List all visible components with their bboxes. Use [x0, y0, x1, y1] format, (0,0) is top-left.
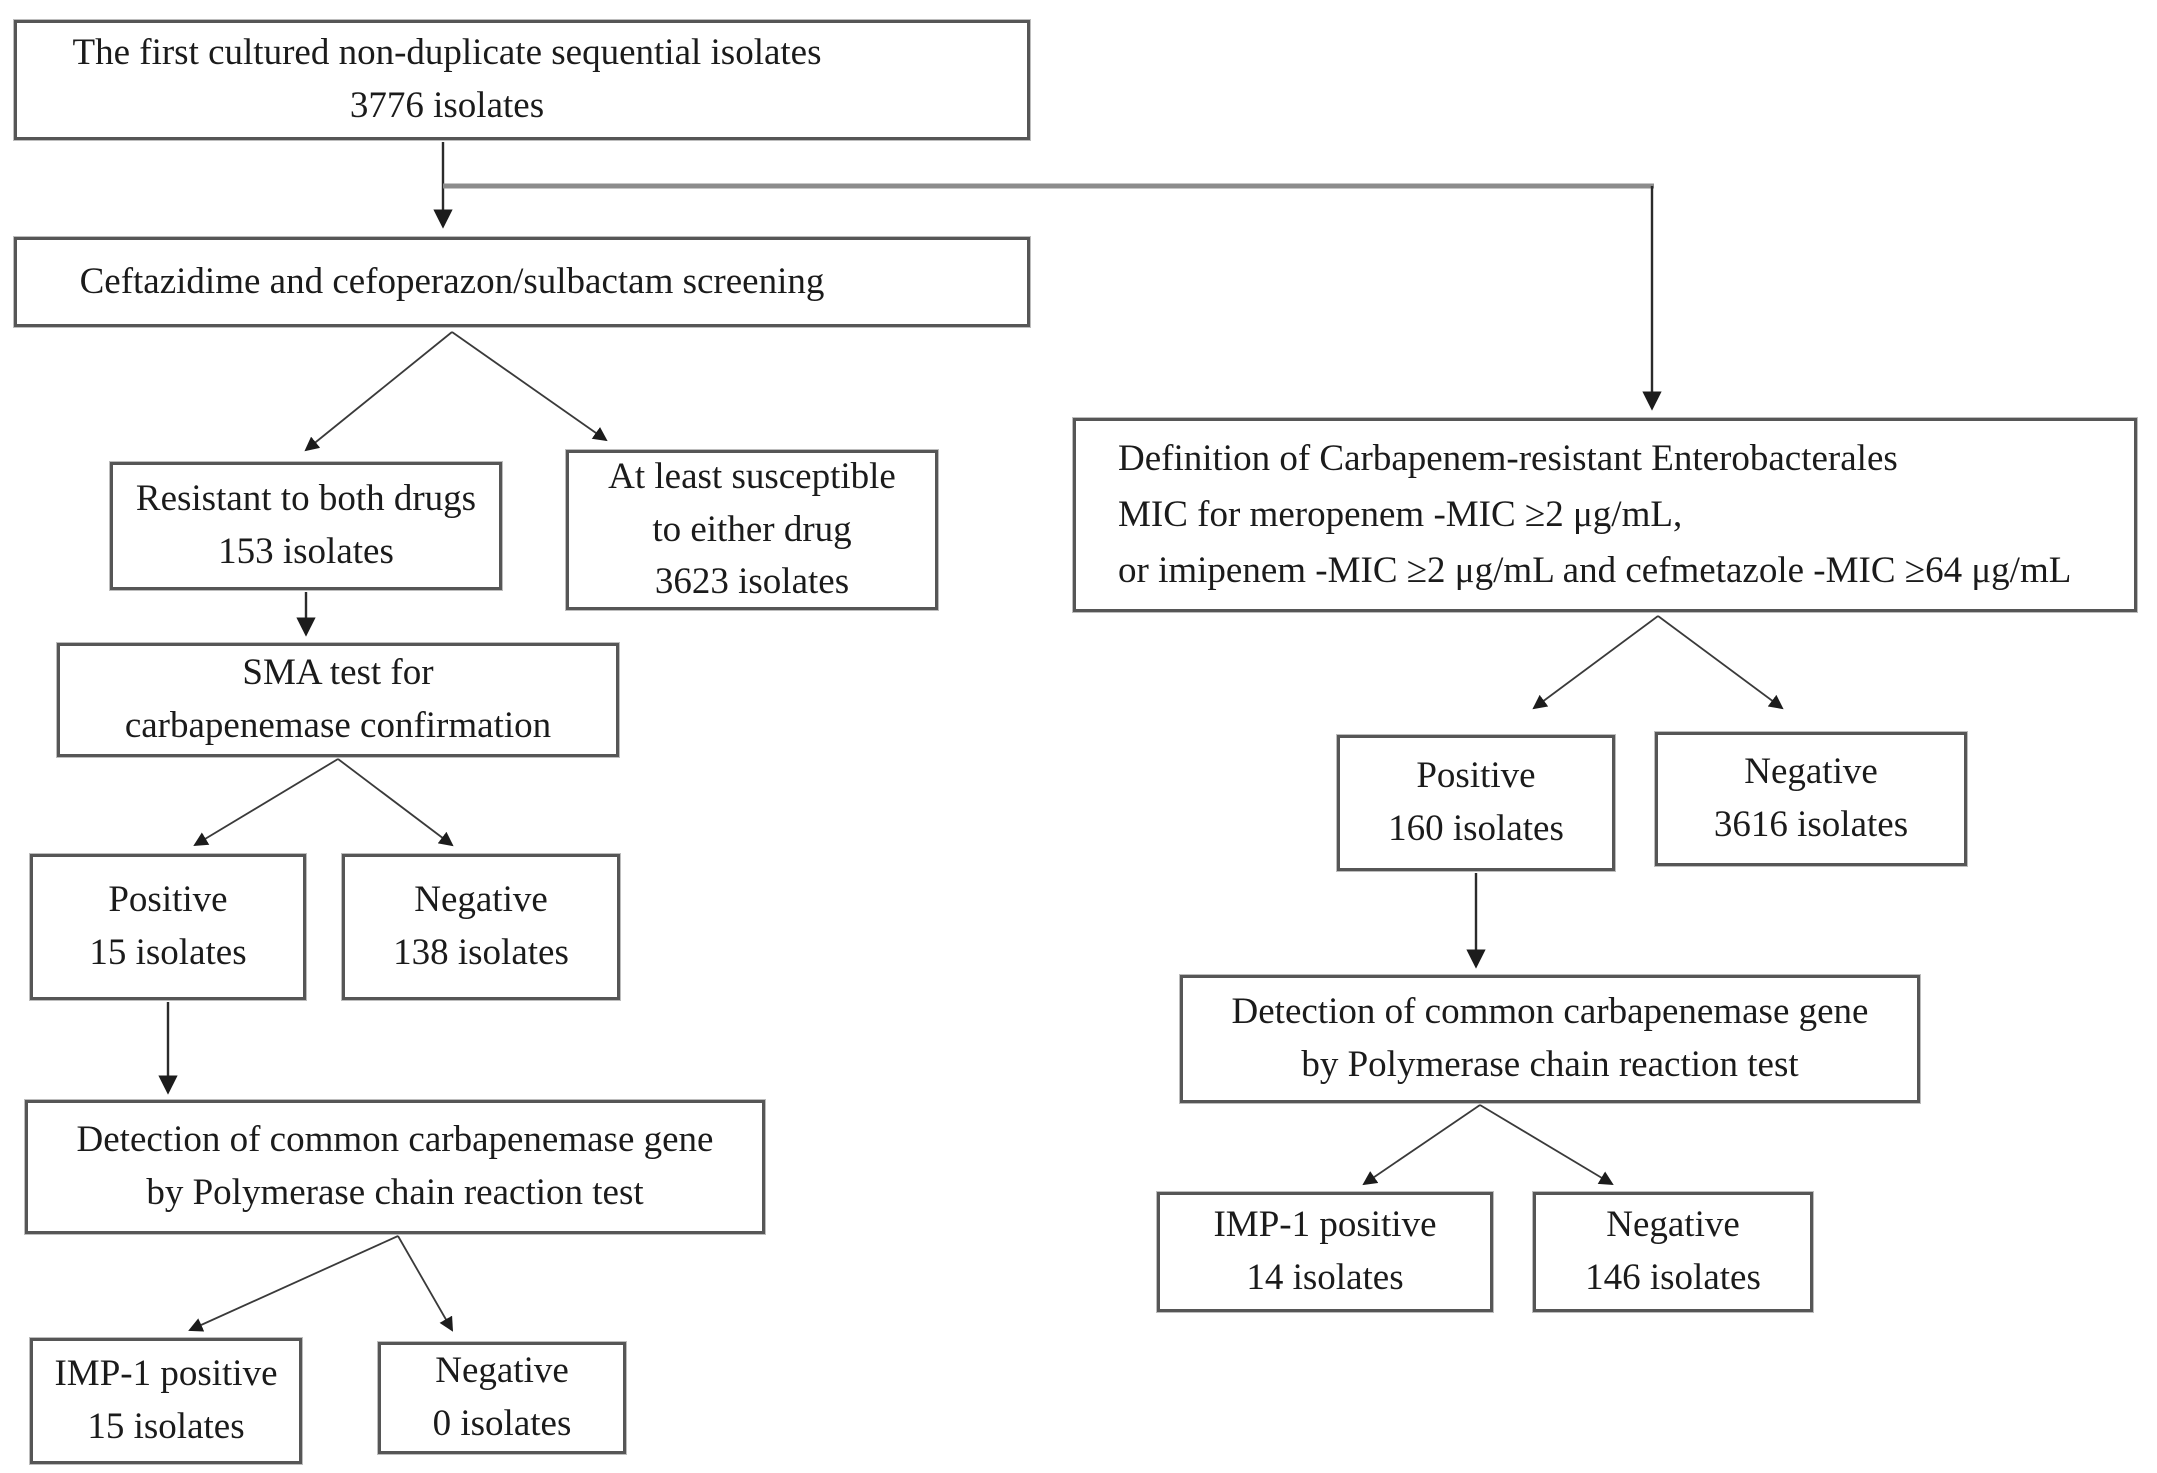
box-sma-positive: Positive 15 isolates — [30, 854, 306, 1000]
box-screening: Ceftazidime and cefoperazon/sulbactam sc… — [14, 237, 1030, 327]
box-sma-negative: Negative 138 isolates — [342, 854, 620, 1000]
arrow-pcr-right-to-negative — [1479, 1104, 1614, 1186]
box-sma-negative-text: Negative 138 isolates — [393, 879, 569, 973]
arrow-sma-to-positive — [193, 758, 339, 847]
box-first-isolates: The first cultured non-duplicate sequent… — [14, 20, 1030, 140]
box-pcr-right-negative-text: Negative 146 isolates — [1585, 1204, 1761, 1298]
box-screening-text: Ceftazidime and cefoperazon/sulbactam sc… — [79, 260, 825, 302]
box-sma-test: SMA test for carbapenemase confirmation — [57, 643, 619, 757]
box-sma-test-text: SMA test for carbapenemase confirmation — [124, 652, 552, 746]
arrow-sma-to-negative — [337, 758, 454, 847]
box-susceptible: At least susceptible to either drug 3623… — [566, 450, 938, 610]
arrow-pcr-right-to-imp — [1362, 1104, 1481, 1186]
arrow-pcr-left-to-negative — [397, 1235, 454, 1332]
box-cre-negative: Negative 3616 isolates — [1655, 732, 1967, 866]
box-pcr-left-negative: Negative 0 isolates — [378, 1342, 626, 1454]
arrow-definition-to-positive — [1532, 615, 1659, 710]
box-resistant-text: Resistant to both drugs 153 isolates — [135, 478, 477, 572]
arrow-screening-to-susceptible — [451, 331, 608, 442]
box-pcr-right-negative: Negative 146 isolates — [1533, 1192, 1813, 1312]
box-cre-definition-text: Definition of Carbapenem-resistant Enter… — [1118, 437, 2072, 592]
box-pcr-left: Detection of common carbapenemase gene b… — [25, 1100, 765, 1234]
box-cre-negative-text: Negative 3616 isolates — [1713, 751, 1909, 845]
box-pcr-right-text: Detection of common carbapenemase gene b… — [1231, 991, 1869, 1085]
box-pcr-right: Detection of common carbapenemase gene b… — [1180, 975, 1920, 1103]
arrow-screening-to-resistant — [304, 331, 453, 452]
box-imp-left: IMP-1 positive 15 isolates — [30, 1338, 302, 1464]
arrow-pcr-left-to-imp — [188, 1235, 399, 1332]
box-imp-left-text: IMP-1 positive 15 isolates — [54, 1353, 278, 1447]
box-first-isolates-text: The first cultured non-duplicate sequent… — [72, 32, 822, 126]
box-sma-positive-text: Positive 15 isolates — [89, 879, 247, 973]
arrow-definition-to-negative — [1657, 615, 1784, 710]
box-resistant: Resistant to both drugs 153 isolates — [110, 462, 502, 590]
box-cre-positive: Positive 160 isolates — [1337, 735, 1615, 871]
box-pcr-left-text: Detection of common carbapenemase gene b… — [76, 1119, 714, 1213]
box-imp-right-text: IMP-1 positive 14 isolates — [1213, 1204, 1437, 1298]
box-susceptible-text: At least susceptible to either drug 3623… — [608, 456, 896, 603]
box-cre-positive-text: Positive 160 isolates — [1388, 755, 1564, 849]
box-imp-right: IMP-1 positive 14 isolates — [1157, 1192, 1493, 1312]
box-cre-definition: Definition of Carbapenem-resistant Enter… — [1073, 418, 2137, 612]
box-pcr-left-negative-text: Negative 0 isolates — [432, 1350, 572, 1444]
